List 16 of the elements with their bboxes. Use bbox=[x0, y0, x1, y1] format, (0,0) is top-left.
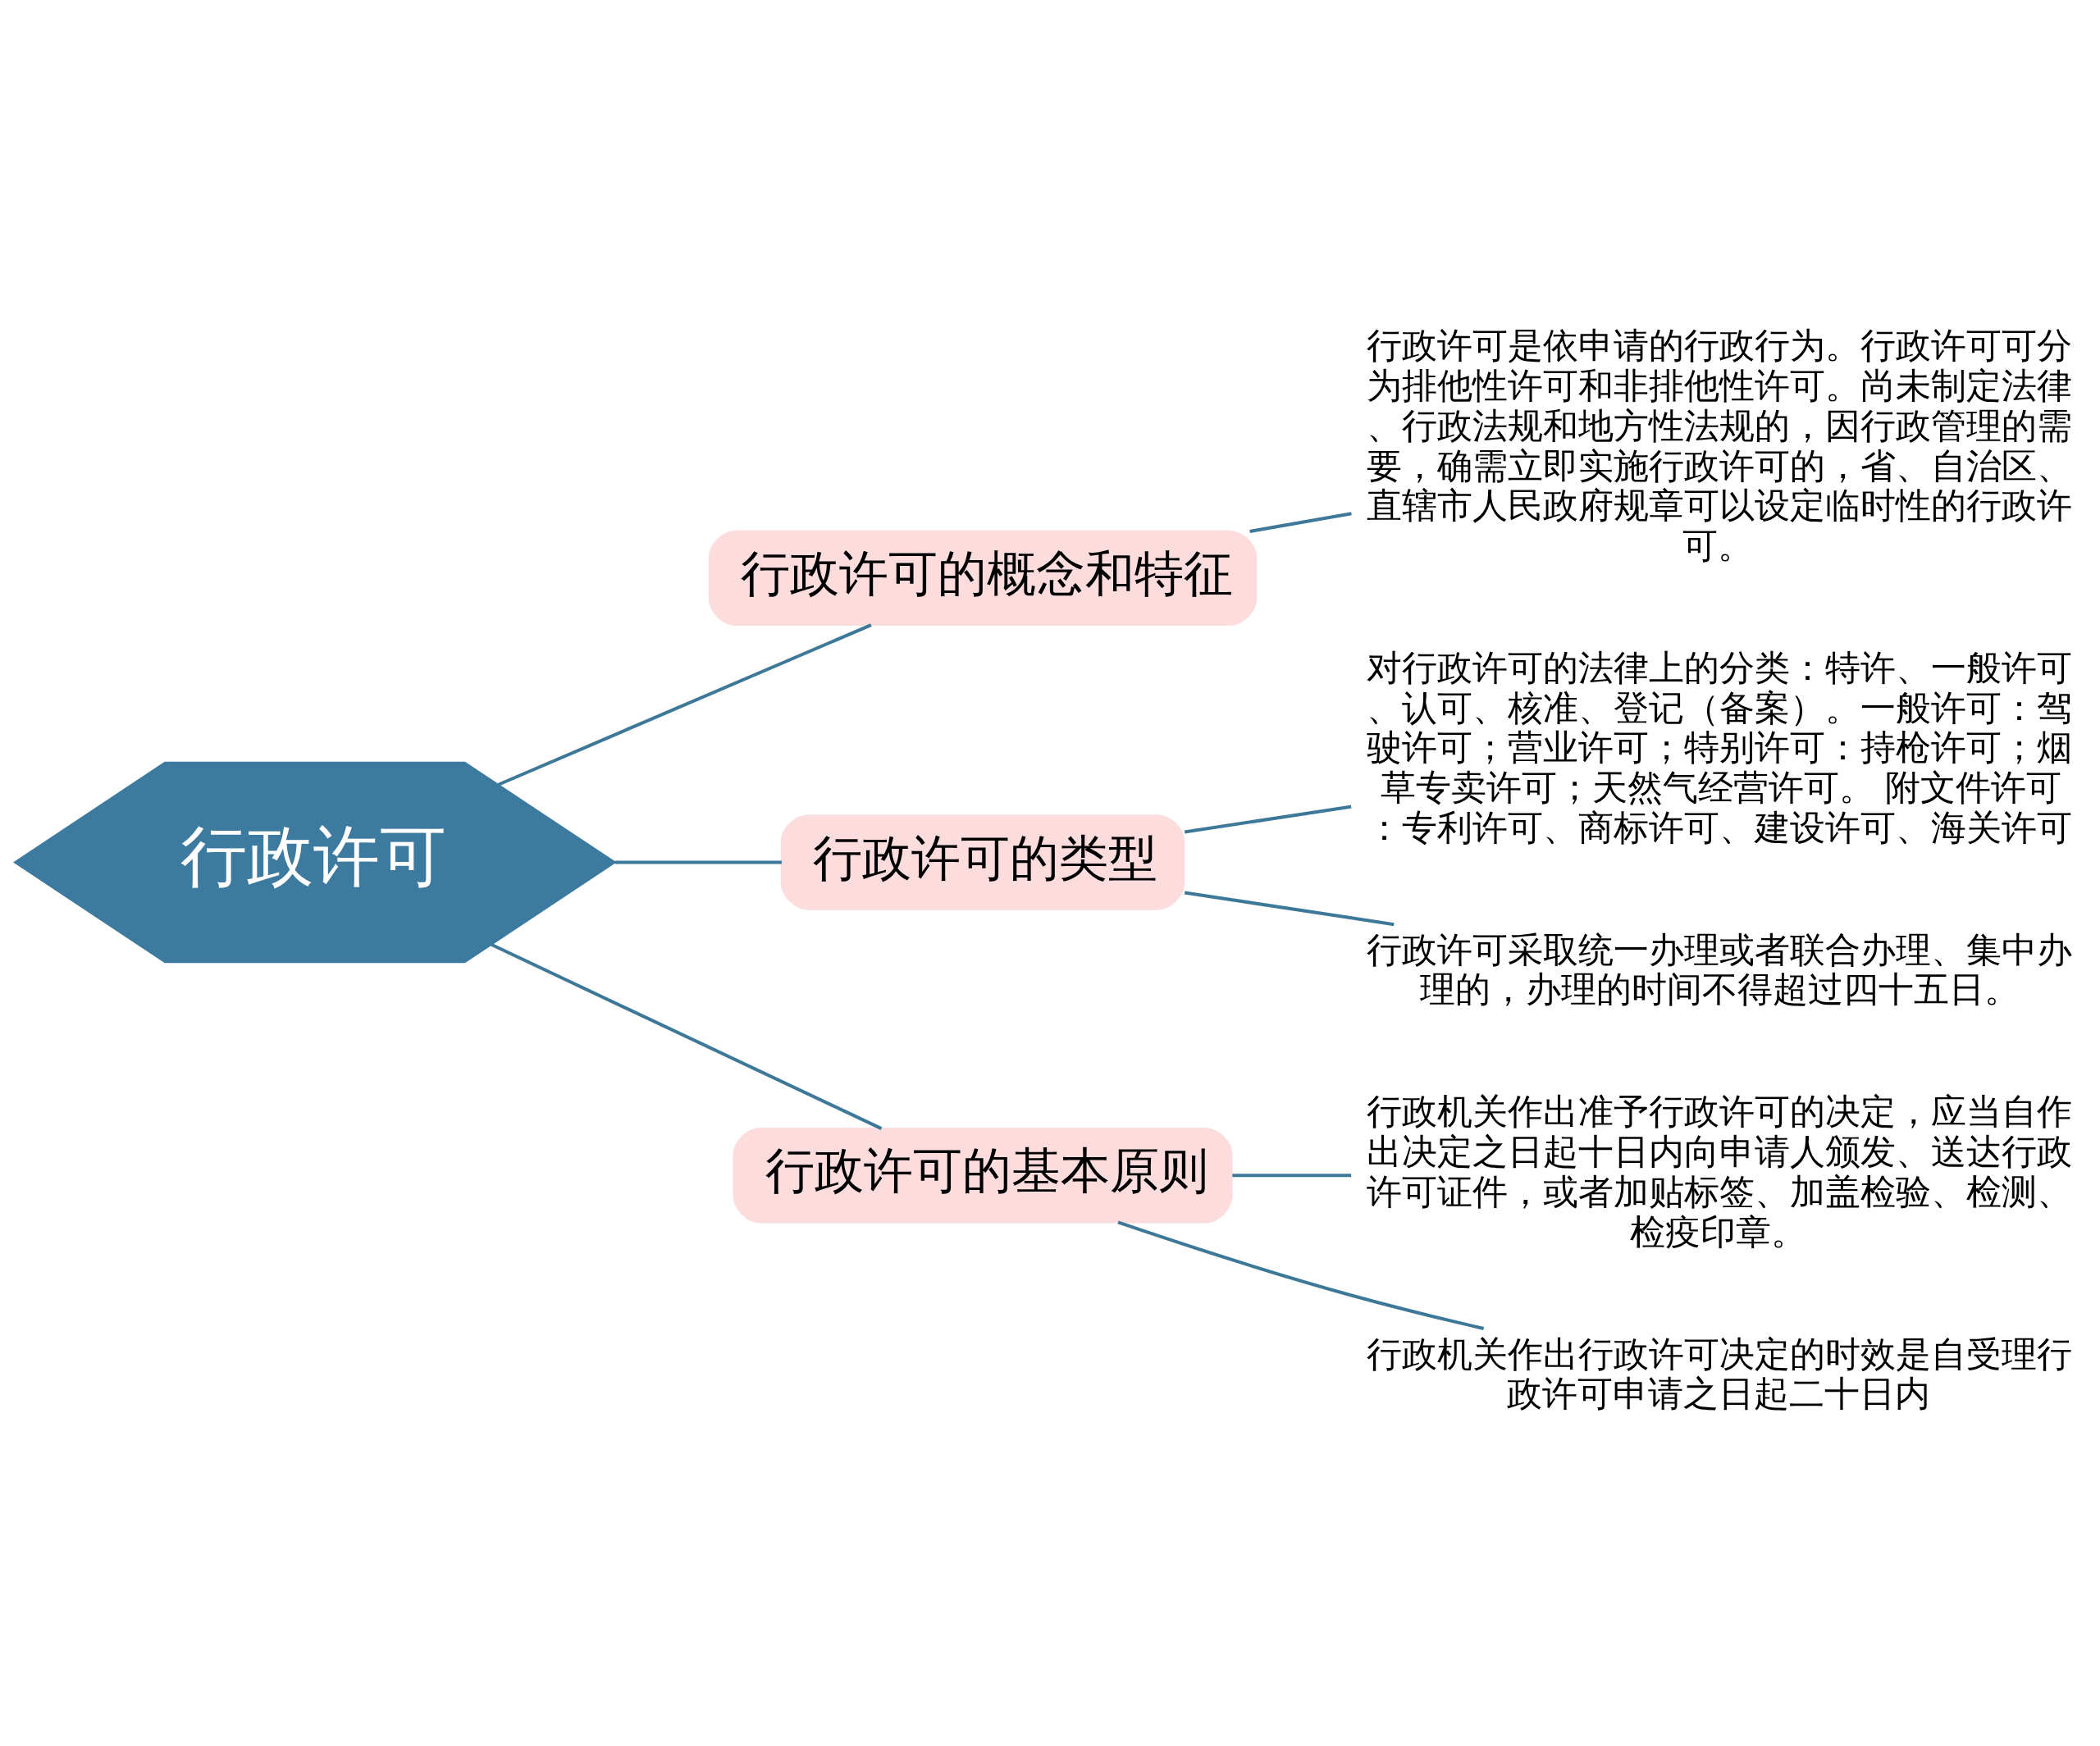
node-text: 行政机关作出行政许可决定的时效是自受理行政许可申请之日起二十日内 bbox=[1367, 1333, 2073, 1414]
node-text: 行政许可采取统一办理或者联合办理、集中办理的，办理的时间不得超过四十五日。 bbox=[1367, 928, 2073, 1010]
node-text: 对行政许可的法律上的分类：特许、一般许可、认可、核准、登记（备案）。一般许可：驾驶许可；营业许可；特别许可：持枪许可；烟草专卖许可；天然气经营许可。 附文件许可：专利许可、商标许可、建设许可、海关许可 bbox=[1367, 646, 2073, 848]
node-text: 行政许可是依申请的行政行为。行政许可可分为排他性许可和非排他性许可。尚未制定法律、行政法规和地方性法规的，因行政管理的需要，确需立即实施行政许可的，省、自治区、直辖市人民政府规章可以设定临时性的行政许可。 bbox=[1367, 324, 2073, 566]
connector bbox=[1249, 511, 1352, 533]
node-box: 行政许可的类型 bbox=[780, 814, 1185, 910]
node-text: 行政机关作出准予行政许可的决定，应当自作出决定之日起十日内向申请人颁发、送达行政许可证件，或者加贴标签、加盖检验、检测、检疫印章。 bbox=[1367, 1090, 2073, 1252]
connector bbox=[491, 942, 883, 1130]
connector bbox=[1232, 1173, 1352, 1177]
node-box: 行政许可的概念和特征 bbox=[708, 530, 1258, 626]
node-box: 行政许可的基本原则 bbox=[733, 1127, 1233, 1223]
connector bbox=[614, 859, 782, 864]
connector bbox=[1184, 805, 1352, 833]
connector bbox=[1184, 890, 1395, 926]
connector bbox=[497, 622, 872, 786]
connector bbox=[1117, 1219, 1485, 1330]
